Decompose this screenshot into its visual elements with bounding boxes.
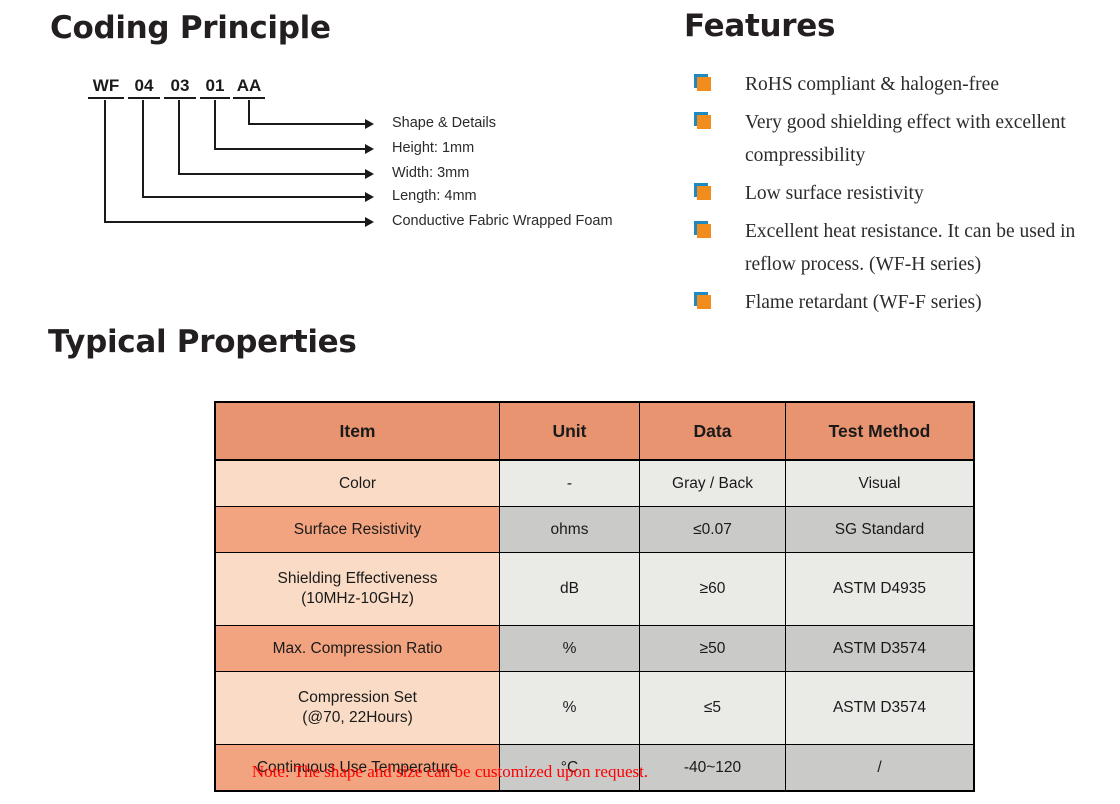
leader-arrow-material <box>365 217 374 227</box>
cell-data: ≤0.07 <box>639 506 786 553</box>
leader-label-length: Length: 4mm <box>392 188 477 204</box>
cell-item: Surface Resistivity <box>214 506 500 553</box>
cell-test-method: ASTM D4935 <box>785 552 975 626</box>
feature-item: Excellent heat resistance. It can be use… <box>694 215 1114 281</box>
leader-label-shape: Shape & Details <box>392 115 496 131</box>
leader-line-material-vertical <box>104 100 106 223</box>
code-segment-wf: WF <box>88 76 124 99</box>
leader-arrow-width <box>365 169 374 179</box>
table-note: Note: The shape and size can be customiz… <box>251 762 649 781</box>
cell-test-method: / <box>785 744 975 792</box>
table-row: Continuous Use Temperature °C -40~120 / <box>214 744 975 792</box>
cell-data: ≤5 <box>639 671 786 745</box>
orange-square-bullet-icon <box>694 183 712 205</box>
table-row: Color - Gray / Back Visual <box>214 459 975 507</box>
orange-square-bullet-icon <box>694 221 712 243</box>
leader-line-height-horizontal <box>214 148 367 150</box>
cell-data: Gray / Back <box>639 459 786 507</box>
features-heading: Features <box>684 8 836 44</box>
feature-item: Flame retardant (WF-F series) <box>694 286 1114 319</box>
cell-test-method: ASTM D3574 <box>785 671 975 745</box>
leader-line-width-horizontal <box>178 173 367 175</box>
table-row: Compression Set (@70, 22Hours) % ≤5 ASTM… <box>214 671 975 745</box>
cell-test-method: Visual <box>785 459 975 507</box>
feature-item: RoHS compliant & halogen-free <box>694 68 1114 101</box>
cell-test-method: ASTM D3574 <box>785 625 975 672</box>
leader-line-width-vertical <box>178 100 180 175</box>
feature-item-label: RoHS compliant & halogen-free <box>745 74 999 95</box>
code-segment-width: 03 <box>164 76 196 99</box>
table-row: Max. Compression Ratio % ≥50 ASTM D3574 <box>214 625 975 672</box>
cell-unit: dB <box>499 552 640 626</box>
features-list: RoHS compliant & halogen-free Very good … <box>694 68 1114 324</box>
cell-unit: - <box>499 459 640 507</box>
leader-line-shape-vertical <box>248 100 250 125</box>
orange-square-bullet-icon <box>694 74 712 96</box>
feature-item: Very good shielding effect with excellen… <box>694 106 1114 172</box>
leader-line-height-vertical <box>214 100 216 150</box>
coding-principle-heading: Coding Principle <box>50 10 331 46</box>
leader-line-length-vertical <box>142 100 144 198</box>
table-row: Shielding Effectiveness (10MHz-10GHz) dB… <box>214 552 975 626</box>
cell-item: Max. Compression Ratio <box>214 625 500 672</box>
cell-unit: % <box>499 671 640 745</box>
cell-test-method: SG Standard <box>785 506 975 553</box>
leader-line-material-horizontal <box>104 221 367 223</box>
cell-item: Compression Set (@70, 22Hours) <box>214 671 500 745</box>
leader-arrow-length <box>365 192 374 202</box>
cell-data: -40~120 <box>639 744 786 792</box>
column-header-item: Item <box>214 401 500 461</box>
table-row: Surface Resistivity ohms ≤0.07 SG Standa… <box>214 506 975 553</box>
code-segment-height: 01 <box>200 76 230 99</box>
cell-data: ≥60 <box>639 552 786 626</box>
leader-label-height: Height: 1mm <box>392 140 475 156</box>
cell-item: Color <box>214 459 500 507</box>
leader-line-shape-horizontal <box>248 123 367 125</box>
cell-item: Continuous Use Temperature <box>214 744 500 792</box>
code-segment-length: 04 <box>128 76 160 99</box>
cell-item: Shielding Effectiveness (10MHz-10GHz) <box>214 552 500 626</box>
leader-arrow-shape <box>365 119 374 129</box>
column-header-data: Data <box>639 401 786 461</box>
typical-properties-heading: Typical Properties <box>48 324 357 360</box>
feature-item-label: Low surface resistivity <box>745 183 924 204</box>
feature-item-label: Flame retardant (WF-F series) <box>745 292 982 313</box>
orange-square-bullet-icon <box>694 292 712 314</box>
leader-label-width: Width: 3mm <box>392 165 470 181</box>
cell-data: ≥50 <box>639 625 786 672</box>
cell-unit: % <box>499 625 640 672</box>
feature-item-label: Excellent heat resistance. It can be use… <box>745 221 1076 275</box>
leader-label-material: Conductive Fabric Wrapped Foam <box>392 213 613 229</box>
table-header-row: Item Unit Data Test Method <box>214 401 975 461</box>
code-segment-shape: AA <box>233 76 265 99</box>
feature-item-label: Very good shielding effect with excellen… <box>745 112 1066 166</box>
typical-properties-table: Item Unit Data Test Method Color - Gray … <box>214 401 975 792</box>
column-header-test-method: Test Method <box>785 401 975 461</box>
cell-unit: ohms <box>499 506 640 553</box>
leader-line-length-horizontal <box>142 196 367 198</box>
orange-square-bullet-icon <box>694 112 712 134</box>
leader-arrow-height <box>365 144 374 154</box>
coding-principle-diagram: WF 04 03 01 AA Shape & Details Height: 1… <box>0 60 680 250</box>
column-header-unit: Unit <box>499 401 640 461</box>
feature-item: Low surface resistivity <box>694 177 1114 210</box>
